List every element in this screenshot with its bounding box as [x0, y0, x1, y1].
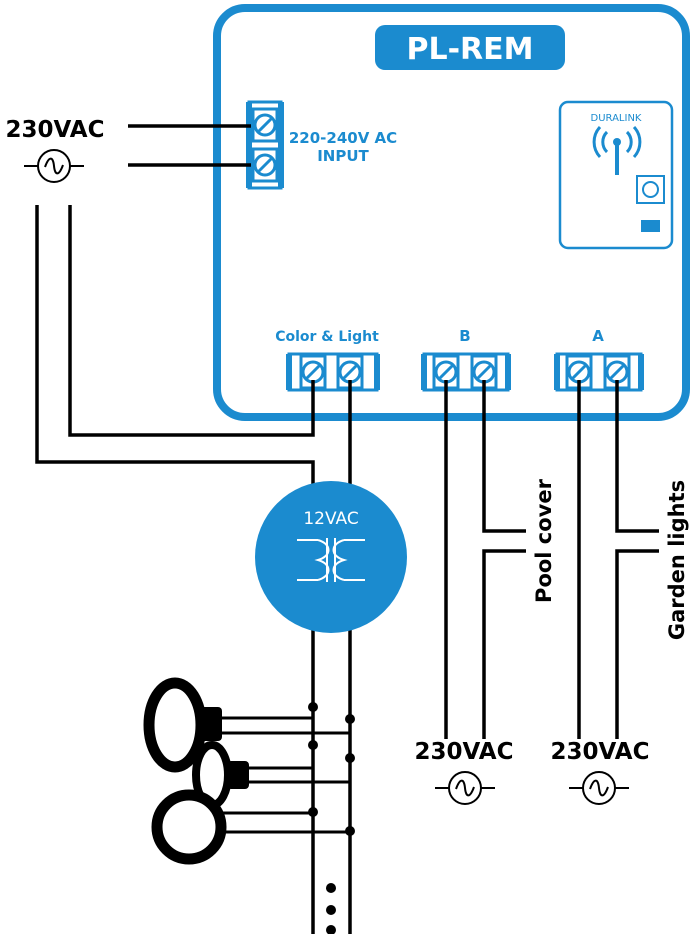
- device-title-badge: PL-REM: [375, 25, 565, 70]
- input-label-line2: INPUT: [317, 147, 369, 165]
- terminal-block-a: [554, 352, 644, 392]
- pool-light-ring: [151, 789, 355, 865]
- transformer-coil-icon: [297, 538, 365, 582]
- main-supply-label: 230VAC: [6, 117, 105, 143]
- terminal-block-color-light: [286, 352, 380, 392]
- duralink-brand: DURALINK: [591, 113, 642, 124]
- transformer-label: 12VAC: [303, 509, 358, 529]
- load-label-garden-lights: Garden lights: [665, 480, 689, 640]
- terminal-label-color-light: Color & Light: [275, 329, 379, 345]
- b-supply-label: 230VAC: [415, 739, 514, 765]
- a-ac-source-icon: [568, 771, 630, 805]
- b-ac-source-icon: [434, 771, 496, 805]
- status-led-icon: [641, 220, 660, 232]
- terminal-block-b: [421, 352, 511, 392]
- terminal-label-a: A: [592, 327, 604, 345]
- a-supply-label: 230VAC: [551, 739, 650, 765]
- pool-light-medium: [192, 740, 355, 809]
- transformer: 12VAC: [255, 481, 407, 633]
- continuation-dots: [326, 883, 336, 934]
- pool-light-large: [143, 677, 355, 773]
- device-title: PL-REM: [406, 32, 533, 67]
- pair-button-icon: [636, 175, 665, 204]
- main-supply-wires: [35, 124, 315, 934]
- a-wires: [577, 380, 659, 739]
- duralink-module: DURALINK: [558, 100, 674, 250]
- input-label-line1: 220-240V AC: [289, 129, 397, 147]
- input-terminal-block: [246, 100, 284, 190]
- terminal-label-b: B: [459, 327, 470, 345]
- b-wires: [444, 380, 526, 739]
- main-ac-source-icon: [23, 149, 85, 183]
- load-label-pool-cover: Pool cover: [532, 478, 556, 603]
- wireless-icon: [592, 125, 642, 175]
